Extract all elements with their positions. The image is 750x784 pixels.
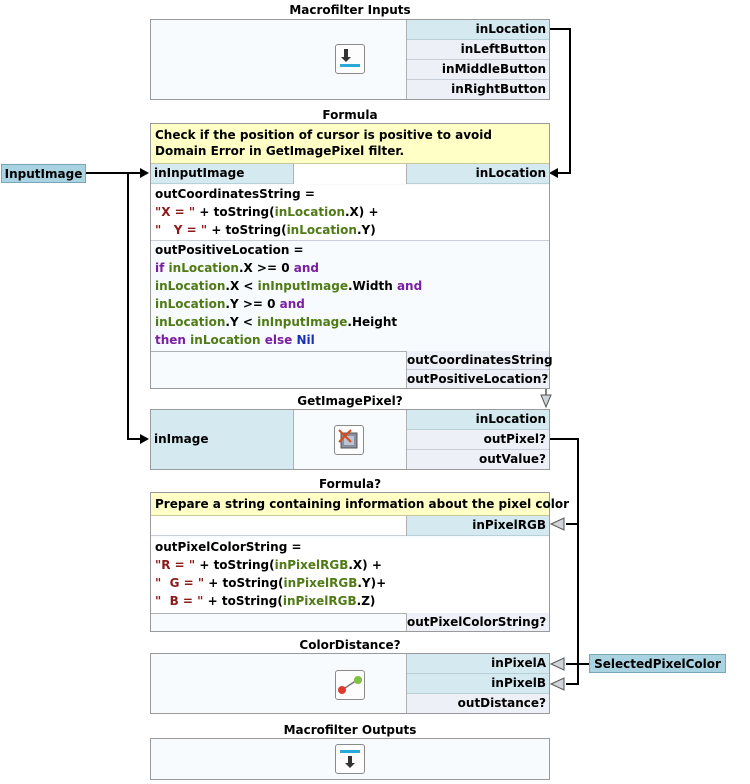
port-inlocation-formula[interactable]: inLocation [407, 164, 549, 184]
port-ininputimage[interactable]: inInputImage [151, 164, 293, 184]
formula2-title: Formula? [318, 477, 382, 491]
formula2-expression-color-string: outPixelColorString = "R = " + toString(… [151, 538, 549, 613]
port-outpixelcolorstring[interactable]: outPixelColorString? [407, 613, 549, 631]
port-inpixelb[interactable]: inPixelB [407, 674, 549, 694]
external-input-image[interactable]: InputImage [1, 164, 86, 183]
upload-arrow-icon [335, 744, 365, 774]
getimagepixel-block[interactable]: inImage inLocation outPixel? outValue? [150, 409, 550, 470]
formula-block[interactable]: Check if the position of cursor is posit… [150, 123, 553, 389]
connection-outpixel [550, 438, 579, 685]
getimagepixel-title: GetImagePixel? [297, 394, 403, 408]
formula2-comment: Prepare a string containing information … [151, 493, 569, 516]
formula2-block[interactable]: Prepare a string containing information … [150, 492, 569, 632]
connection-inputimage-getpixel [127, 173, 140, 440]
formula-title: Formula [322, 108, 378, 122]
port-outvalue[interactable]: outValue? [407, 450, 549, 469]
color-distance-icon [335, 670, 365, 700]
port-outpixel[interactable]: outPixel? [407, 430, 549, 450]
macrofilter-outputs-title: Macrofilter Outputs [283, 723, 417, 737]
macrofilter-outputs-block[interactable] [150, 738, 550, 780]
port-inlocation-getpixel[interactable]: inLocation [407, 410, 549, 430]
port-inpixela[interactable]: inPixelA [407, 654, 549, 674]
external-selected-pixel-color[interactable]: SelectedPixelColor [589, 654, 726, 673]
formula-expression-coordinates: outCoordinatesString = "X = " + toString… [151, 185, 549, 241]
macrofilter-inputs-block[interactable]: inLocation inLeftButton inMiddleButton i… [150, 19, 550, 100]
image-pixel-icon [334, 425, 364, 455]
connection-inlocation [550, 28, 571, 174]
port-inpixelrgb[interactable]: inPixelRGB [407, 516, 549, 536]
formula-expression-positive-location: outPositiveLocation = if inLocation.X >=… [155, 243, 423, 347]
port-outpositivelocation[interactable]: outPositiveLocation? [407, 370, 549, 388]
port-outdistance[interactable]: outDistance? [407, 694, 549, 713]
port-outcoordinatesstring[interactable]: outCoordinatesString [407, 351, 553, 370]
port-inrightbutton[interactable]: inRightButton [407, 80, 549, 99]
port-inmiddlebutton[interactable]: inMiddleButton [407, 60, 549, 80]
connection-positivelocation-arrow [540, 394, 552, 409]
port-inimage[interactable]: inImage [151, 410, 293, 469]
port-inleftbutton[interactable]: inLeftButton [407, 40, 549, 60]
colordistance-block[interactable]: inPixelA inPixelB outDistance? [150, 653, 550, 714]
formula-comment: Check if the position of cursor is posit… [151, 124, 549, 164]
colordistance-title: ColorDistance? [299, 638, 401, 652]
port-inlocation[interactable]: inLocation [407, 20, 549, 40]
macrofilter-inputs-title: Macrofilter Inputs [289, 3, 411, 17]
download-arrow-icon [335, 44, 365, 74]
